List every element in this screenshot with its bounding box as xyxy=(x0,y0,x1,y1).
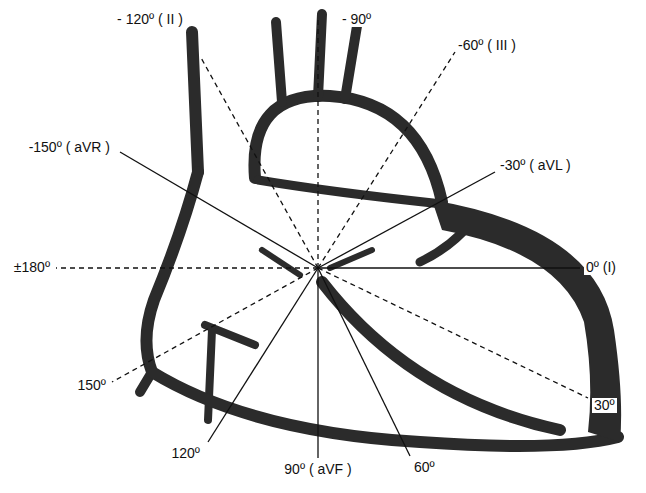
axis-label: 120º xyxy=(170,446,202,461)
axis-label: 90º ( aVF ) xyxy=(282,462,353,477)
axis-lines xyxy=(56,16,588,458)
axis-label: ±180º xyxy=(12,260,52,275)
ventricle-wall xyxy=(432,200,621,442)
axis-label: - 120º ( II ) xyxy=(115,12,185,27)
axis-label: 150º xyxy=(76,378,108,393)
axis-label: -150º ( aVR ) xyxy=(27,140,112,155)
axis-label: 30º xyxy=(592,398,617,413)
axis-label: 0º (I) xyxy=(584,260,618,275)
heart-drawing xyxy=(140,14,618,446)
axis-label: 60º xyxy=(412,460,437,475)
axis-label: -60º ( III ) xyxy=(456,38,518,53)
axis-label: -30º ( aVL ) xyxy=(498,158,573,173)
axis-label: - 90º xyxy=(340,12,373,27)
